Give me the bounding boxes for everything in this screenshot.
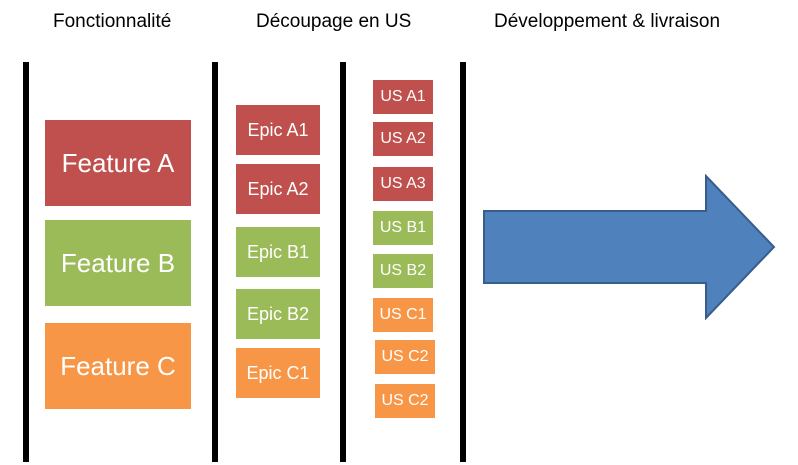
header-decoupage: Découpage en US xyxy=(256,11,412,32)
feature-box: Feature B xyxy=(45,220,191,306)
user-story-box: US B1 xyxy=(373,211,433,245)
feature-box: Feature C xyxy=(45,323,191,409)
user-story-box: US B2 xyxy=(373,254,433,288)
divider-left xyxy=(23,62,29,462)
user-story-box: US A2 xyxy=(373,122,433,156)
delivery-arrow-icon xyxy=(483,174,776,320)
divider-center-left xyxy=(212,62,218,462)
divider-center-right xyxy=(460,62,466,462)
user-story-box: US A3 xyxy=(373,167,433,201)
divider-center xyxy=(340,62,346,462)
header-developpement: Développement & livraison xyxy=(494,11,721,32)
user-story-box: US C2 xyxy=(375,384,435,418)
epic-box: Epic B1 xyxy=(236,227,320,277)
feature-box: Feature A xyxy=(45,120,191,206)
header-fonctionnalite: Fonctionnalité xyxy=(53,11,172,32)
epic-box: Epic B2 xyxy=(236,289,320,339)
user-story-box: US A1 xyxy=(373,80,433,114)
user-story-box: US C1 xyxy=(373,298,433,332)
epic-box: Epic A2 xyxy=(236,164,320,214)
user-story-box: US C2 xyxy=(375,340,435,374)
epic-box: Epic A1 xyxy=(236,105,320,155)
epic-box: Epic C1 xyxy=(236,348,320,398)
